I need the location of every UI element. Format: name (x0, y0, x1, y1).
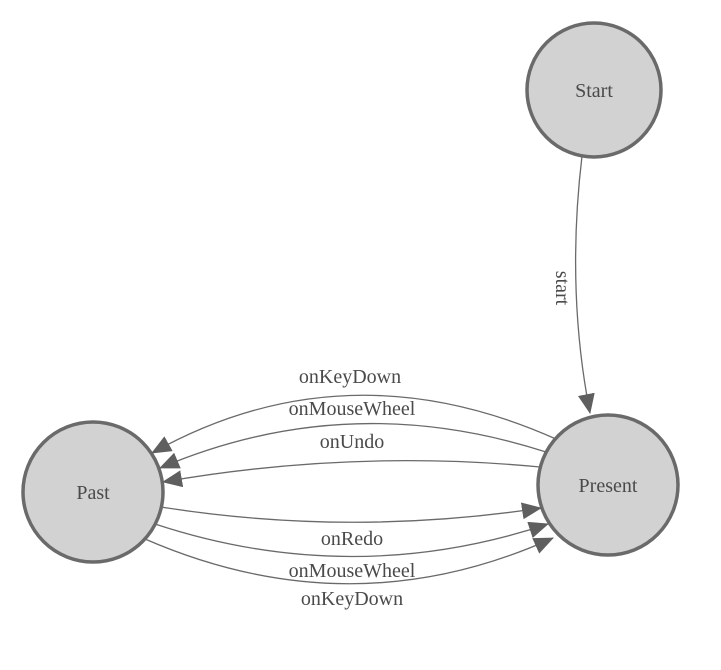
edge-present-to-past-onkeydown: onKeyDown (151, 366, 557, 454)
state-node-start-label: Start (575, 80, 613, 102)
state-node-present-circle (536, 413, 680, 557)
edge-present-to-past-onundo: onUndo (162, 431, 541, 488)
edge-past-to-present-onredo: onRedo (160, 502, 542, 550)
edge-label-onredo: onRedo (321, 528, 383, 550)
edge-present-to-past-onmousewheel: onMouseWheel (159, 398, 547, 469)
state-node-present: Present (536, 413, 680, 557)
edge-past-to-present-onkeydown: onKeyDown (144, 537, 554, 610)
edge-past-to-present-onredo-path (160, 502, 542, 523)
edge-label-onkeydown-bottom: onKeyDown (301, 588, 403, 610)
state-node-start: Start (525, 21, 663, 159)
edge-past-to-present-onmousewheel: onMouseWheel (154, 521, 549, 582)
state-node-start-circle (525, 21, 663, 159)
state-node-past-circle (21, 420, 165, 564)
edge-label-start: start (551, 271, 573, 306)
edge-past-to-present-onkeydown-path (144, 537, 554, 585)
state-node-present-label: Present (579, 475, 638, 497)
edge-present-to-past-onmousewheel-path (159, 422, 547, 469)
edge-start-to-present: start (551, 155, 595, 414)
edge-label-onkeydown-top: onKeyDown (299, 366, 401, 388)
edge-present-to-past-onkeydown-path (151, 394, 557, 454)
edge-start-to-present-path (574, 155, 595, 414)
state-node-past: Past (21, 420, 165, 564)
edge-past-to-present-onmousewheel-path (154, 521, 549, 558)
state-node-past-label: Past (76, 482, 110, 504)
edge-label-onundo: onUndo (320, 431, 384, 453)
edge-label-onmousewheel-bottom: onMouseWheel (289, 560, 416, 582)
edge-label-onmousewheel-top: onMouseWheel (289, 398, 416, 420)
edge-present-to-past-onundo-path (162, 459, 541, 488)
